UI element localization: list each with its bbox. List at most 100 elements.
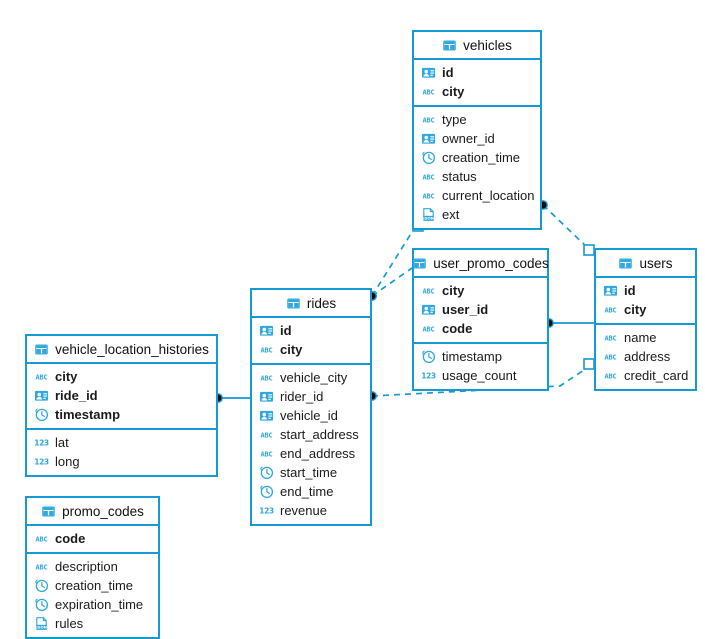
svg-text:ABC: ABC xyxy=(605,353,617,361)
relationship-target-square xyxy=(583,244,595,256)
primary-key-field[interactable]: ABC city xyxy=(414,82,540,101)
column-field[interactable]: start_time xyxy=(252,463,370,482)
primary-key-field[interactable]: id xyxy=(414,63,540,82)
field-label: user_id xyxy=(442,302,489,317)
field-label: expiration_time xyxy=(55,597,144,612)
abc-string-icon: ABC xyxy=(423,287,435,295)
field-label: owner_id xyxy=(442,131,495,146)
key-id-icon xyxy=(421,133,436,144)
svg-text:123: 123 xyxy=(34,458,49,467)
field-label: status xyxy=(442,169,477,184)
123-number-icon: 123 xyxy=(34,458,49,467)
relationship-user-promo-codes-to-users[interactable] xyxy=(544,318,594,328)
clock-icon xyxy=(35,408,49,422)
field-label: creation_time xyxy=(442,150,521,165)
field-label: city xyxy=(442,84,465,99)
table-header[interactable]: users xyxy=(596,250,695,278)
field-label: timestamp xyxy=(442,349,502,364)
relationship-rides-to-user-promo-codes[interactable] xyxy=(367,267,413,301)
relationship-line xyxy=(371,231,413,297)
field-label: city xyxy=(442,283,465,298)
key-id-icon xyxy=(259,410,274,421)
table-header[interactable]: user_promo_codes xyxy=(413,250,549,278)
svg-text:ABC: ABC xyxy=(423,287,435,295)
svg-text:ABC: ABC xyxy=(261,431,273,439)
column-field[interactable]: creation_time xyxy=(414,148,540,167)
clock-icon xyxy=(422,350,436,364)
column-field[interactable]: timestamp xyxy=(414,347,547,366)
abc-string-icon: ABC xyxy=(423,173,435,181)
primary-key-field[interactable]: ABC city xyxy=(414,281,547,300)
abc-string-icon: ABC xyxy=(36,373,48,381)
table-header[interactable]: vehicles xyxy=(414,32,540,60)
relationship-vehicle-location-histories-to-rides[interactable] xyxy=(213,393,250,403)
relationship-vehicles-to-users[interactable] xyxy=(538,200,595,256)
primary-key-field[interactable]: ride_id xyxy=(27,386,216,405)
123-number-icon: 123 xyxy=(259,507,274,516)
svg-text:ABC: ABC xyxy=(261,450,273,458)
clock-icon xyxy=(35,598,49,612)
table-header[interactable]: rides xyxy=(252,290,370,318)
abc-string-icon: ABC xyxy=(423,88,435,96)
column-field[interactable]: ABC status xyxy=(414,167,540,186)
column-field[interactable]: expiration_time xyxy=(27,595,158,614)
primary-key-field[interactable]: id xyxy=(252,321,370,340)
primary-key-field[interactable]: ABC city xyxy=(27,367,216,386)
field-label: start_time xyxy=(280,465,338,480)
primary-key-field[interactable]: id xyxy=(596,281,695,300)
field-label: rules xyxy=(55,616,84,631)
primary-key-field[interactable]: timestamp xyxy=(27,405,216,424)
primary-key-field[interactable]: user_id xyxy=(414,300,547,319)
field-label: vehicle_city xyxy=(280,370,348,385)
table-header[interactable]: vehicle_location_histories xyxy=(27,336,216,364)
abc-string-icon: ABC xyxy=(261,346,273,354)
column-field[interactable]: JSON ext xyxy=(414,205,540,224)
abc-string-icon: ABC xyxy=(605,372,617,380)
column-field[interactable]: creation_time xyxy=(27,576,158,595)
abc-string-icon: ABC xyxy=(605,334,617,342)
field-label: ext xyxy=(442,207,460,222)
column-field[interactable]: rider_id xyxy=(252,387,370,406)
json-document-icon: JSON xyxy=(422,208,434,221)
column-field[interactable]: owner_id xyxy=(414,129,540,148)
123-number-icon: 123 xyxy=(34,439,49,448)
column-field[interactable]: vehicle_id xyxy=(252,406,370,425)
field-label: city xyxy=(624,302,647,317)
svg-text:ABC: ABC xyxy=(423,88,435,96)
field-label: usage_count xyxy=(442,368,517,383)
field-label: city xyxy=(55,369,78,384)
column-field[interactable]: end_time xyxy=(252,482,370,501)
table-header[interactable]: promo_codes xyxy=(27,498,158,526)
svg-text:JSON: JSON xyxy=(422,215,434,220)
